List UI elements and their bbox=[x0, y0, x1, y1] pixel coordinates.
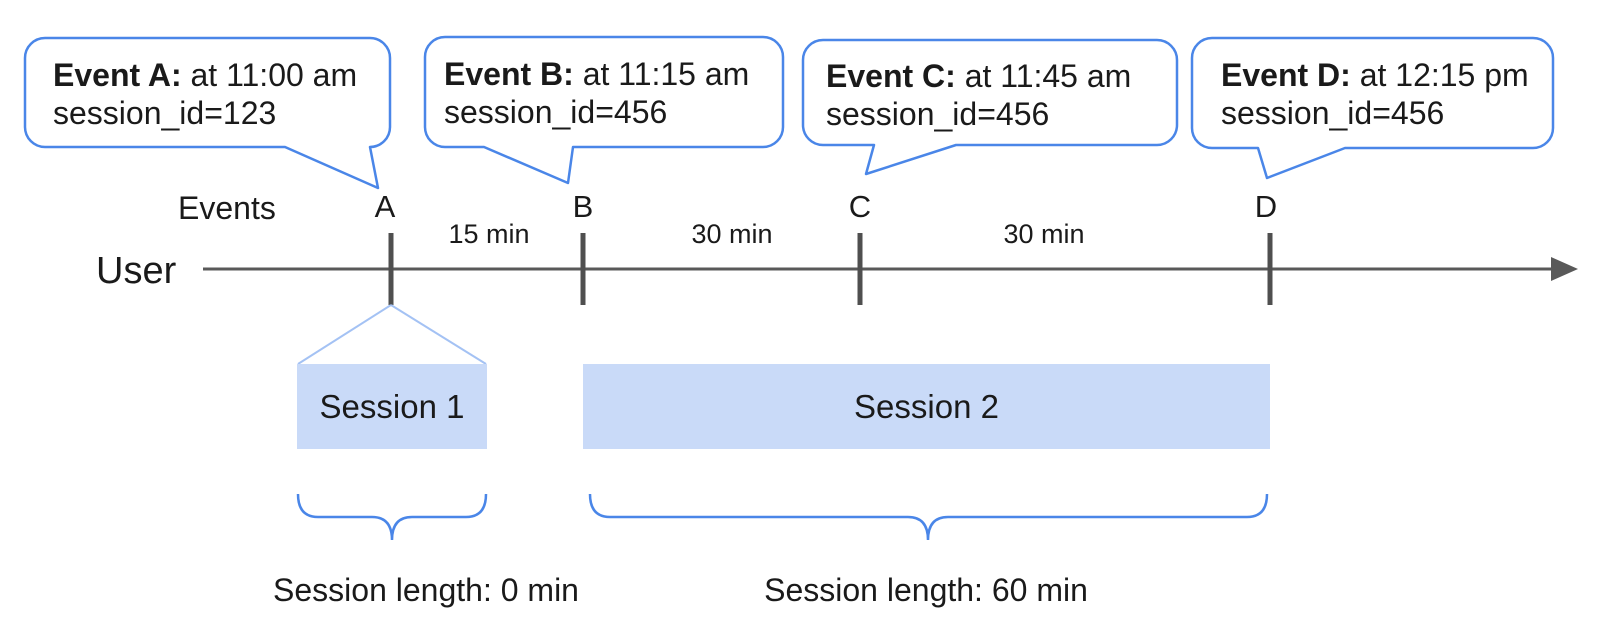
callout-text-b: Event B: at 11:15 am session_id=456 bbox=[444, 55, 749, 131]
callout-bubble-d bbox=[1190, 36, 1555, 180]
interval-label-cd: 30 min bbox=[1003, 219, 1085, 249]
callout-d-time: at 12:15 pm bbox=[1350, 57, 1529, 93]
event-marker-c: C bbox=[848, 189, 872, 224]
session1-label: Session 1 bbox=[319, 387, 465, 425]
timeline-arrowhead-icon bbox=[1551, 257, 1578, 281]
callout-b-session-id: session_id=456 bbox=[444, 94, 668, 130]
callout-d-session-id: session_id=456 bbox=[1221, 95, 1445, 131]
session1-funnel-right bbox=[390, 304, 487, 365]
callout-text-d: Event D: at 12:15 pm session_id=456 bbox=[1221, 56, 1529, 132]
callout-bubble-b bbox=[423, 35, 785, 185]
callout-b-time: at 11:15 am bbox=[573, 56, 750, 92]
callout-c-line1: Event C: at 11:45 am bbox=[826, 57, 1131, 95]
callout-text-c: Event C: at 11:45 am session_id=456 bbox=[826, 57, 1131, 133]
callout-d-title: Event D: bbox=[1221, 57, 1351, 93]
user-label: User bbox=[96, 250, 177, 292]
callout-bubble-c bbox=[801, 38, 1179, 176]
session2-length-label: Session length: 60 min bbox=[764, 572, 1088, 608]
events-label: Events bbox=[178, 190, 276, 226]
session2-brace bbox=[588, 493, 1269, 541]
session1-length-label: Session length: 0 min bbox=[273, 572, 579, 608]
session1-box: Session 1 bbox=[297, 364, 487, 449]
callout-c-session-id: session_id=456 bbox=[826, 96, 1050, 132]
session1-brace bbox=[296, 493, 488, 541]
callout-a-time: at 11:00 am bbox=[181, 57, 358, 93]
event-marker-a: A bbox=[374, 189, 396, 224]
interval-label-ab: 15 min bbox=[448, 219, 530, 249]
callout-b-line1: Event B: at 11:15 am bbox=[444, 55, 749, 93]
callout-bubble-a bbox=[23, 36, 392, 190]
callout-text-a: Event A: at 11:00 am session_id=123 bbox=[53, 56, 357, 132]
callout-a-session-id: session_id=123 bbox=[53, 95, 277, 131]
callout-a-title: Event A: bbox=[53, 57, 182, 93]
callout-b-title: Event B: bbox=[444, 56, 574, 92]
event-marker-b: B bbox=[572, 189, 594, 224]
session2-label: Session 2 bbox=[854, 387, 999, 425]
callout-c-title: Event C: bbox=[826, 58, 956, 94]
session1-funnel-left bbox=[297, 304, 392, 365]
interval-label-bc: 30 min bbox=[691, 219, 773, 249]
callout-d-line1: Event D: at 12:15 pm bbox=[1221, 56, 1529, 94]
callout-a-line1: Event A: at 11:00 am bbox=[53, 56, 357, 94]
event-marker-d: D bbox=[1254, 189, 1278, 224]
callout-c-time: at 11:45 am bbox=[955, 58, 1132, 94]
session2-box: Session 2 bbox=[583, 364, 1270, 449]
